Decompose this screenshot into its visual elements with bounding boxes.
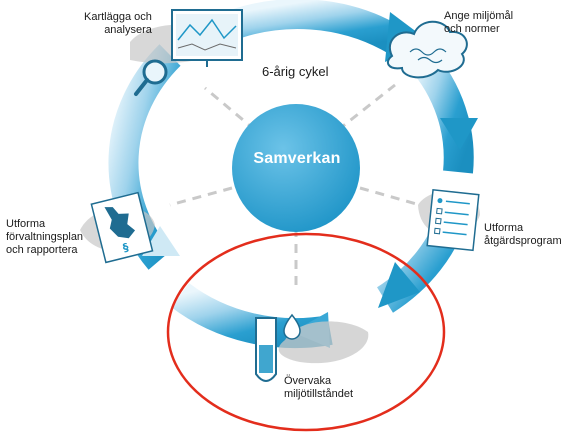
step-label-kartlagga: Kartlägga och analysera [84, 11, 152, 36]
map-document-icon: § [80, 191, 155, 264]
spoke-right [359, 186, 421, 207]
arrowhead-right [440, 118, 478, 150]
center-label: Samverkan [253, 150, 341, 167]
document-list-icon [418, 189, 480, 252]
test-tube-icon [255, 313, 369, 382]
spoke-left [169, 186, 233, 207]
step-label-overvaka: Övervaka miljötillståndet [284, 375, 354, 400]
center-circle [232, 104, 360, 232]
svg-text:§: § [121, 241, 130, 255]
spoke-top-right [337, 83, 396, 132]
chart-monitor-icon [130, 9, 243, 96]
ring-arc-top [219, 0, 403, 54]
cloud-icon [386, 20, 468, 79]
step-label-atgardsprogram: Utforma åtgärdsprogram [484, 222, 562, 247]
spokes [169, 83, 421, 290]
step-label-forvaltningsplan: Utforma förvaltningsplan och rapportera [6, 218, 84, 256]
arrowhead-lower-right [378, 262, 420, 308]
highlight-ellipse [166, 232, 446, 432]
spoke-top-left [204, 86, 256, 132]
step-label-ange-miljomal: Ange miljömål och normer [444, 10, 514, 35]
cycle-label: 6-årig cykel [262, 64, 329, 79]
